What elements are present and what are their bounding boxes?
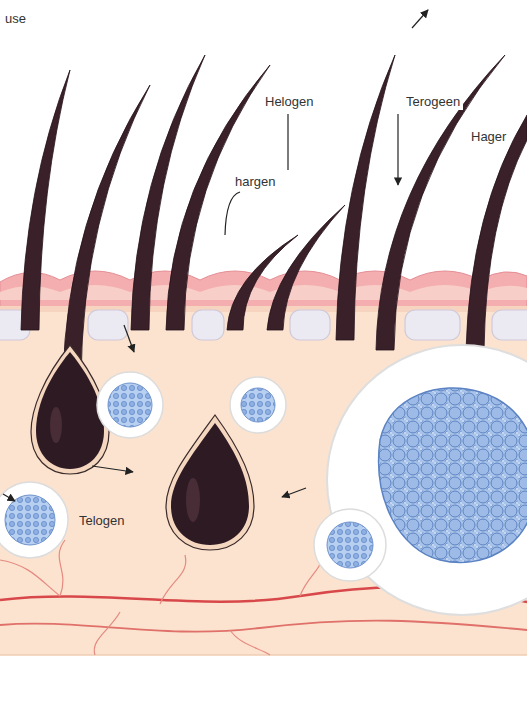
part-label: hargen (232, 173, 278, 190)
cell-insets (0, 345, 527, 615)
leader-lines (3, 10, 428, 501)
part-label: Helogen (262, 93, 316, 110)
part-label: Terogeen (403, 93, 463, 110)
hair-shafts (21, 55, 527, 380)
part-label: Telogen (76, 512, 128, 529)
part-label: use (2, 10, 29, 27)
part-label: Hager (468, 128, 509, 145)
